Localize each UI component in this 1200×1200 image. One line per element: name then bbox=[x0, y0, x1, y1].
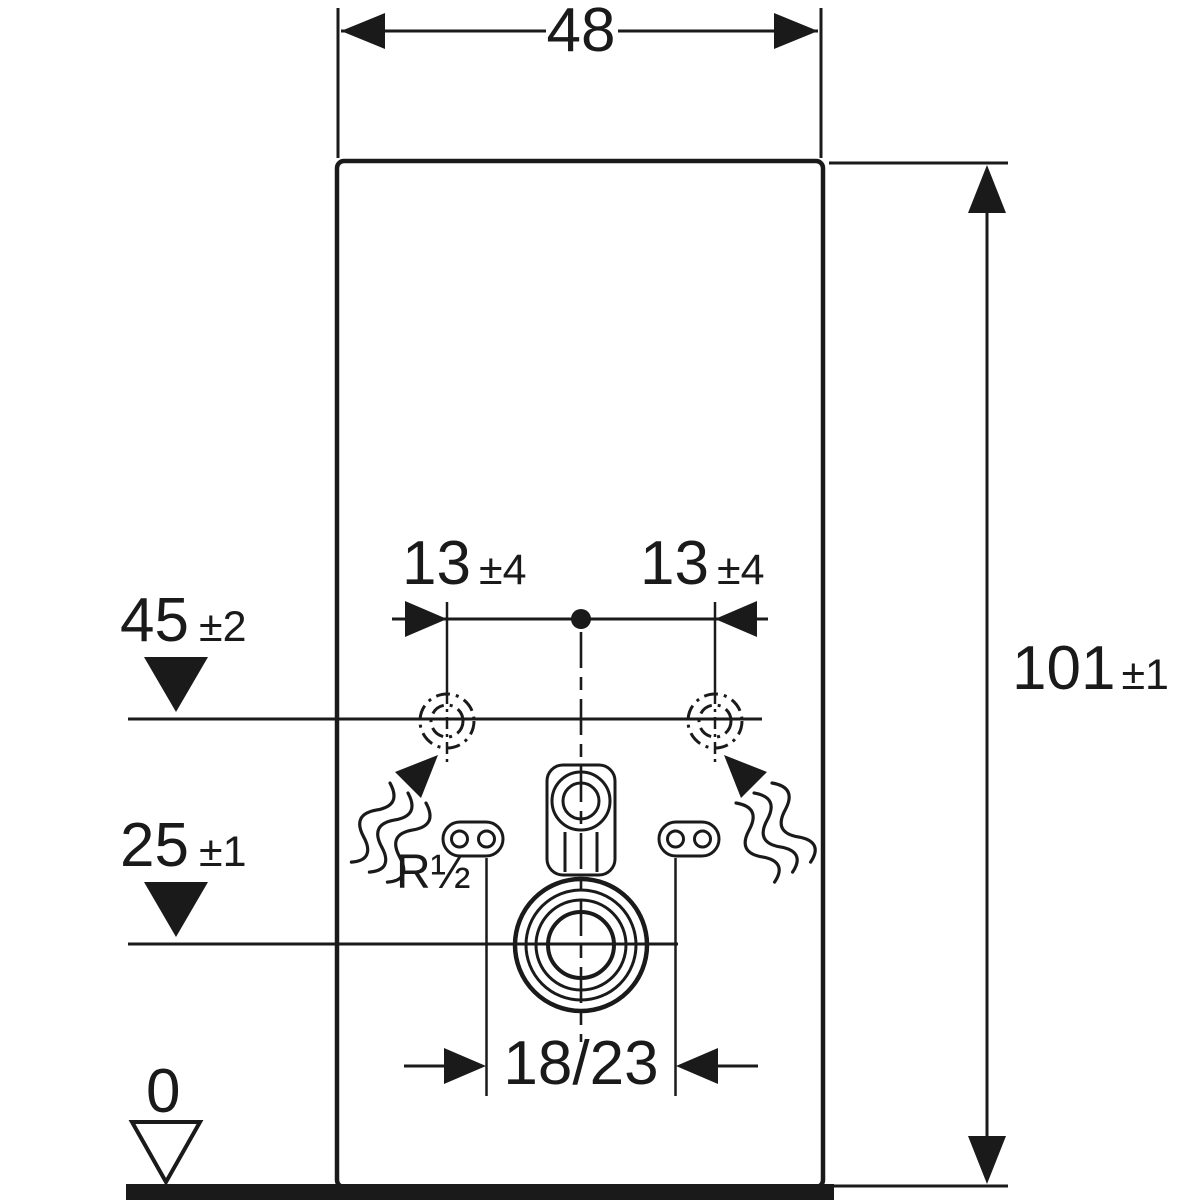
height-dimension: 101±1 bbox=[829, 161, 1169, 1188]
supply-thread-label: R½ bbox=[396, 846, 471, 899]
datum-25-tolerance: ±1 bbox=[199, 828, 247, 876]
datum-triangle-icon bbox=[144, 657, 208, 712]
width-value: 48 bbox=[547, 0, 616, 65]
connection-circle-inner bbox=[697, 703, 733, 739]
lug-hole bbox=[666, 829, 685, 849]
datum-zero-label: 0 bbox=[146, 1057, 180, 1126]
datum-45-label: 45±2 bbox=[120, 586, 246, 655]
water-squiggle-icon bbox=[760, 776, 822, 869]
water-squiggle-icon bbox=[742, 786, 804, 879]
lug-hole bbox=[693, 829, 712, 849]
height-dimension-label: 101±1 bbox=[1012, 634, 1169, 703]
water-supply-left bbox=[340, 755, 438, 889]
lug-hole bbox=[450, 829, 469, 849]
datum-45-value: 45 bbox=[120, 586, 189, 655]
arrow-right-icon bbox=[774, 13, 818, 49]
offset-right-value: 13 bbox=[640, 529, 709, 598]
datum-triangle-icon bbox=[144, 882, 208, 937]
datum-open-triangle-icon bbox=[128, 1120, 204, 1187]
datum-25-label: 25±1 bbox=[120, 811, 246, 880]
datum-45-tolerance: ±2 bbox=[199, 603, 247, 651]
offset-right-label: 13±4 bbox=[640, 529, 764, 598]
ground-line bbox=[126, 1184, 834, 1200]
water-arrow-icon bbox=[395, 755, 438, 798]
lug-hole bbox=[477, 829, 496, 849]
offset-right-tolerance: ±4 bbox=[717, 546, 765, 594]
datum-45: 45±2 bbox=[120, 586, 762, 721]
arrow-left-icon bbox=[341, 13, 385, 49]
water-squiggle-icon bbox=[724, 796, 786, 889]
floor-bar bbox=[126, 1184, 834, 1200]
arrow-left-icon bbox=[715, 601, 757, 637]
water-squiggle-icon bbox=[340, 776, 402, 869]
height-value: 101 bbox=[1012, 634, 1115, 703]
datum-25: 25±1 bbox=[120, 811, 678, 946]
arrow-right-icon bbox=[444, 1048, 486, 1084]
width-dimension-label: 48 bbox=[547, 0, 616, 65]
offset-13-dimension: 13±4 13±4 bbox=[392, 529, 768, 766]
mounting-lug-right bbox=[657, 820, 721, 858]
arrow-right-icon bbox=[405, 601, 447, 637]
offset-left-tolerance: ±4 bbox=[479, 546, 527, 594]
mounting-lug-left bbox=[441, 820, 505, 858]
offset-left-value: 13 bbox=[402, 529, 471, 598]
arrow-left-icon bbox=[676, 1048, 718, 1084]
datum-25-value: 25 bbox=[120, 811, 189, 880]
height-tolerance: ±1 bbox=[1121, 651, 1169, 699]
water-supply-right bbox=[724, 755, 822, 889]
datum-zero: 0 bbox=[128, 1057, 204, 1187]
water-arrow-icon bbox=[724, 755, 767, 798]
arrow-down-icon bbox=[968, 1136, 1006, 1184]
outlet-span-label: 18/23 bbox=[503, 1029, 658, 1098]
outlet-span-dimension: 18/23 bbox=[404, 858, 758, 1098]
offset-left-label: 13±4 bbox=[402, 529, 526, 598]
arrow-up-icon bbox=[968, 165, 1006, 213]
center-reference-dot bbox=[571, 609, 591, 629]
width-dimension: 48 bbox=[336, 0, 823, 158]
connection-circle-inner bbox=[429, 703, 465, 739]
